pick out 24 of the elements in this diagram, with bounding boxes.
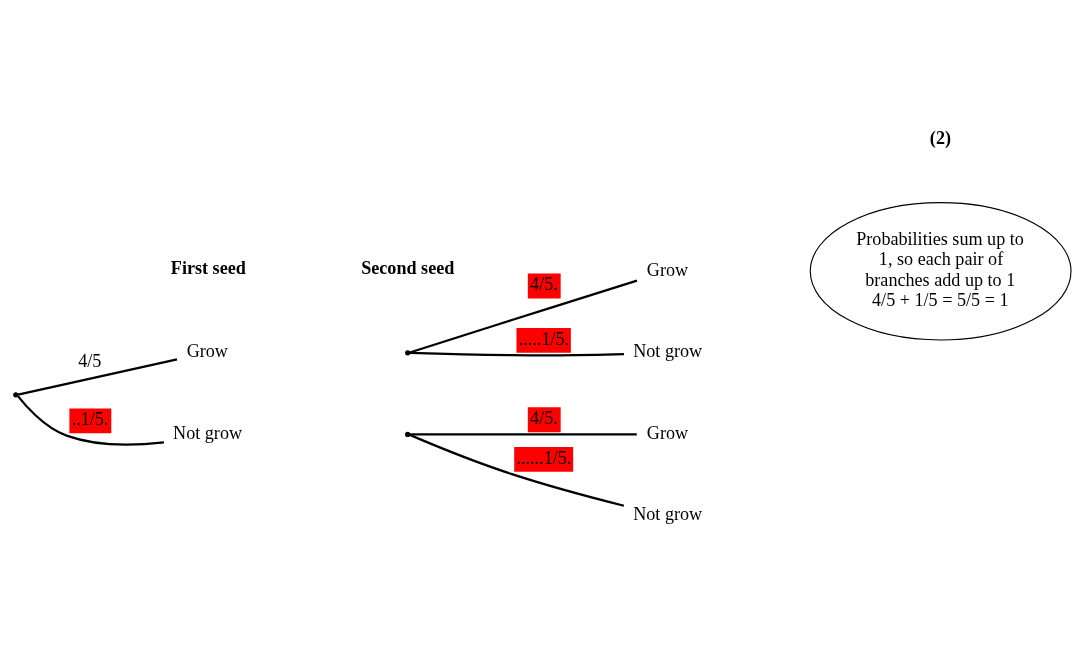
node-text: Not grow: [633, 504, 703, 525]
edge-label: ..1/5.: [71, 409, 109, 430]
node-text: Grow: [646, 259, 689, 280]
connector: [409, 351, 624, 357]
edge-label: .....1/5.: [518, 328, 570, 349]
connector: [409, 433, 637, 436]
label: First seed: [170, 258, 246, 279]
node-point: [405, 431, 411, 438]
connector: [409, 433, 625, 507]
label: (2): [929, 128, 952, 149]
node-text: Not grow: [173, 422, 243, 443]
edge-label: ......1/5.: [516, 447, 572, 468]
node-point: [13, 392, 19, 398]
node-ellipse: Probabilities sum up to 1, so each pair of branches add up to 1 4/5 + 1/5 = 5/5 = 1: [809, 202, 1072, 341]
connector: [17, 395, 165, 446]
node-point: [405, 350, 411, 356]
edge-label: 4/5.: [530, 274, 558, 295]
node-text: Not grow: [633, 341, 703, 362]
edge-label: 4/5: [78, 351, 102, 372]
connector: [17, 358, 178, 396]
label: Second seed: [361, 258, 455, 279]
node-text: Grow: [646, 422, 689, 443]
node-text: Grow: [186, 341, 228, 362]
edge-label: 4/5.: [530, 408, 558, 429]
